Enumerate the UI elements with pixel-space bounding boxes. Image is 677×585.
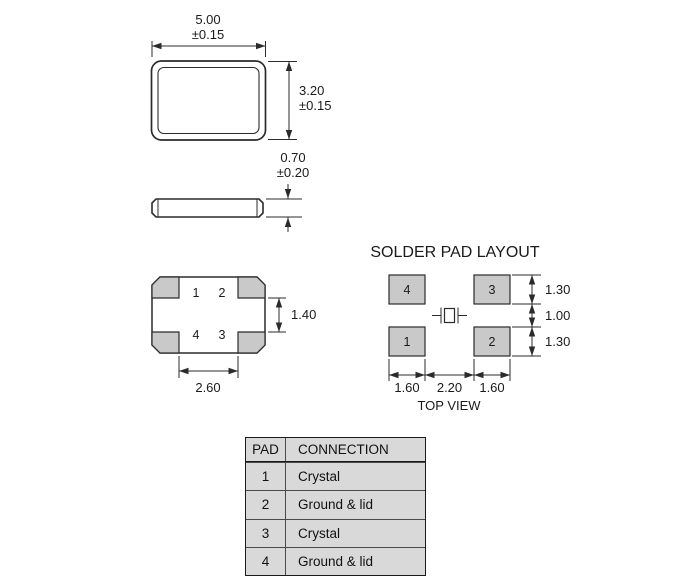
bottom-pad-top-right — [237, 276, 266, 299]
table-cell-pad: 1 — [246, 463, 286, 491]
table-row: 3 Crystal — [246, 518, 425, 547]
pad-width-right-value: 1.60 — [479, 380, 504, 395]
solder-pad-2 — [473, 326, 511, 357]
solder-pad-label-2: 2 — [489, 335, 496, 349]
solder-pad-4 — [388, 274, 426, 305]
solder-layout-vertical-dimensions: 1.30 1.00 1.30 — [512, 274, 570, 357]
table-cell-connection: Crystal — [298, 469, 341, 485]
bottom-pad-bottom-right — [237, 331, 266, 354]
bottom-view-vertical-dimension: 1.40 — [268, 297, 316, 333]
bottom-pad-top-left — [151, 276, 180, 299]
table-header-row: PAD CONNECTION — [246, 438, 425, 462]
height-value: 3.20 — [299, 83, 324, 98]
table-header-connection: CONNECTION — [298, 442, 389, 457]
table-row: 4 Ground & lid — [246, 546, 425, 575]
width-value: 5.00 — [195, 12, 220, 27]
bottom-pad-label-3: 3 — [219, 328, 226, 342]
thickness-dimension: 0.70 ±0.20 — [266, 150, 309, 232]
pad-width-left-value: 1.60 — [394, 380, 419, 395]
table-cell-pad: 4 — [246, 547, 286, 575]
package-top-view — [150, 60, 267, 141]
width-tolerance: ±0.15 — [192, 27, 224, 42]
solder-pad-label-1: 1 — [404, 335, 411, 349]
solder-pad-layout: SOLDER PAD LAYOUT 4 3 1 2 1.30 1.00 1.30 — [370, 244, 570, 413]
package-bottom-view: 1 2 4 3 — [151, 276, 266, 354]
package-outline — [150, 60, 267, 141]
side-profile-outline — [151, 198, 264, 218]
bottom-view-horizontal-dimension: 2.60 — [178, 356, 239, 395]
solder-pad-label-3: 3 — [489, 283, 496, 297]
table-cell-pad: 2 — [246, 491, 286, 519]
height-tolerance: ±0.15 — [299, 98, 331, 113]
table-row: 1 Crystal — [246, 462, 425, 491]
solder-pad-3 — [473, 274, 511, 305]
thickness-value: 0.70 — [280, 150, 305, 165]
pad-height-top-value: 1.30 — [545, 282, 570, 297]
bottom-pad-label-1: 1 — [193, 286, 200, 300]
bottom-pad-label-4: 4 — [193, 328, 200, 342]
solder-layout-horizontal-dimensions: 1.60 2.20 1.60 — [388, 359, 511, 395]
bottom-view-vertical-value: 1.40 — [291, 307, 316, 322]
bottom-view-horizontal-value: 2.60 — [195, 380, 220, 395]
pad-span-value: 2.20 — [437, 380, 462, 395]
crystal-symbol — [432, 307, 467, 324]
table-cell-connection: Crystal — [298, 525, 341, 541]
solder-pad-label-4: 4 — [404, 283, 411, 297]
width-dimension: 5.00 ±0.15 — [151, 12, 266, 57]
table-cell-connection: Ground & lid — [298, 553, 374, 569]
solder-pad-layout-title: SOLDER PAD LAYOUT — [370, 244, 539, 261]
pad-gap-value: 1.00 — [545, 308, 570, 323]
table-row: 2 Ground & lid — [246, 490, 425, 519]
pad-connection-table: PAD CONNECTION 1 Crystal 2 Ground & lid … — [245, 437, 426, 576]
table-cell-connection: Ground & lid — [298, 497, 374, 513]
table-cell-pad: 3 — [246, 519, 286, 547]
thickness-tolerance: ±0.20 — [277, 165, 309, 180]
package-lid-outline — [157, 66, 260, 135]
bottom-pad-bottom-left — [151, 331, 180, 354]
pad-height-bottom-value: 1.30 — [545, 334, 570, 349]
height-dimension: 3.20 ±0.15 — [268, 61, 331, 140]
top-view-caption: TOP VIEW — [417, 398, 481, 413]
bottom-pad-label-2: 2 — [219, 286, 226, 300]
table-header-pad: PAD — [246, 438, 286, 461]
solder-pad-1 — [388, 326, 426, 357]
package-side-view — [151, 198, 264, 218]
